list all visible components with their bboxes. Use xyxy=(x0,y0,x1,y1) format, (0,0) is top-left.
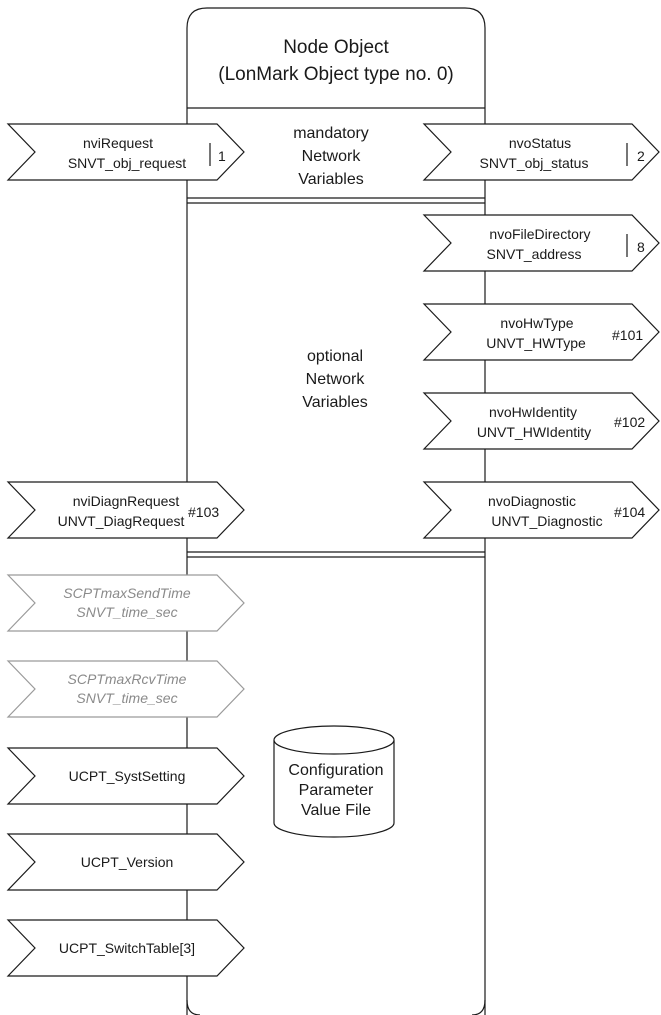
output-name: nvoHwIdentity xyxy=(489,404,577,420)
input-nvi-request: nviRequest SNVT_obj_request 1 xyxy=(6,123,245,181)
output-type: SNVT_address xyxy=(487,246,582,262)
output-type: UNVT_HWType xyxy=(486,335,586,351)
config-scpt-max-rcv-time: SCPTmaxRcvTime SNVT_time_sec xyxy=(6,660,245,718)
cylinder-label-line2: Parameter xyxy=(299,782,374,799)
cylinder-label-line1: Configuration xyxy=(288,762,383,779)
input-index: 1 xyxy=(218,148,226,164)
config-name: UCPT_Version xyxy=(81,854,174,870)
node-title-line2: (LonMark Object type no. 0) xyxy=(218,64,454,85)
cylinder-label-line3: Value File xyxy=(301,802,371,819)
config-scpt-max-send-time: SCPTmaxSendTime SNVT_time_sec xyxy=(6,574,245,632)
output-type: UNVT_HWIdentity xyxy=(477,424,591,440)
input-nvi-diagn-request: nviDiagnRequest UNVT_DiagRequest #103 xyxy=(6,481,245,539)
node-object-body xyxy=(186,7,486,1015)
output-index: 2 xyxy=(637,148,645,164)
output-nvo-diagnostic: nvoDiagnostic UNVT_Diagnostic #104 xyxy=(422,481,660,539)
input-name: nviDiagnRequest xyxy=(73,493,180,509)
output-index: #101 xyxy=(612,327,643,343)
input-index: #103 xyxy=(188,504,219,520)
optional-label-line3: Variables xyxy=(302,394,368,411)
input-type: SNVT_obj_request xyxy=(68,155,186,171)
mandatory-label-line3: Variables xyxy=(298,171,364,188)
output-type: SNVT_obj_status xyxy=(480,155,589,171)
output-name: nvoFileDirectory xyxy=(489,226,590,242)
config-name: SCPTmaxRcvTime xyxy=(68,671,187,687)
output-name: nvoDiagnostic xyxy=(488,493,576,509)
config-ucpt-version: UCPT_Version xyxy=(6,833,245,891)
output-name: nvoStatus xyxy=(509,135,571,151)
config-ucpt-switch-table: UCPT_SwitchTable[3] xyxy=(6,919,245,977)
output-name: nvoHwType xyxy=(500,315,573,331)
mandatory-label-line1: mandatory xyxy=(293,125,369,142)
config-type: SNVT_time_sec xyxy=(76,690,177,706)
config-value-file-cylinder: Configuration Parameter Value File xyxy=(273,725,395,838)
config-name: UCPT_SystSetting xyxy=(69,768,186,784)
output-index: #104 xyxy=(614,504,645,520)
config-name: SCPTmaxSendTime xyxy=(63,585,191,601)
output-type: UNVT_Diagnostic xyxy=(491,513,602,529)
input-name: nviRequest xyxy=(83,135,153,151)
output-nvo-status: nvoStatus SNVT_obj_status 2 xyxy=(422,123,660,181)
input-type: UNVT_DiagRequest xyxy=(58,513,185,529)
optional-label-line2: Network xyxy=(306,371,366,388)
output-index: 8 xyxy=(637,239,645,255)
node-title-line1: Node Object xyxy=(283,37,389,58)
config-name: UCPT_SwitchTable[3] xyxy=(59,940,195,956)
config-ucpt-syst-setting: UCPT_SystSetting xyxy=(6,747,245,805)
optional-label-line1: optional xyxy=(307,348,363,365)
config-type: SNVT_time_sec xyxy=(76,604,177,620)
output-nvo-hw-type: nvoHwType UNVT_HWType #101 xyxy=(422,303,660,361)
mandatory-label-line2: Network xyxy=(302,148,362,165)
output-nvo-file-directory: nvoFileDirectory SNVT_address 8 xyxy=(422,214,660,272)
output-index: #102 xyxy=(614,414,645,430)
output-nvo-hw-identity: nvoHwIdentity UNVT_HWIdentity #102 xyxy=(422,392,660,450)
